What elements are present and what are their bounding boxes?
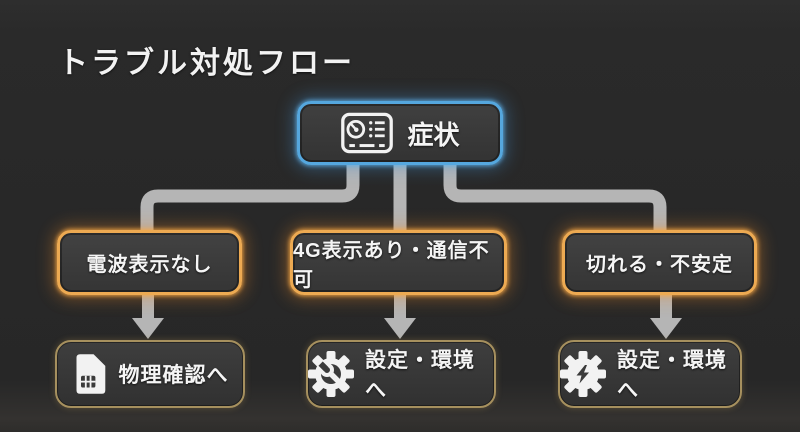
connector-right (443, 158, 667, 236)
action-label: 物理確認へ (118, 364, 229, 387)
condition-node-4g-no-comm: 4G表示あり・通信不可 (290, 230, 507, 295)
action-node-physical-check: 物理確認へ (55, 340, 245, 408)
connector-left (140, 158, 360, 236)
action-label: 設定・環境へ (365, 349, 475, 402)
condition-node-unstable: 切れる・不安定 (562, 230, 757, 295)
action-node-settings-env-1: 設定・環境へ (306, 340, 496, 408)
sim-card-icon (72, 351, 108, 397)
gear-wrench-icon (308, 351, 354, 397)
arrow-head-1 (132, 318, 164, 339)
arrow-head-3 (650, 318, 682, 339)
condition-label: 切れる・不安定 (586, 254, 733, 276)
action-label: 設定・環境へ (617, 349, 727, 402)
action-node-settings-env-2: 設定・環境へ (558, 340, 742, 408)
gear-lightning-icon (560, 351, 606, 397)
root-node-label: 症状 (407, 119, 460, 150)
network-device-gauge-icon (340, 111, 394, 155)
condition-label: 電波表示なし (86, 254, 213, 276)
condition-label: 4G表示あり・通信不可 (293, 239, 490, 291)
page-title: トラブル対処フロー (58, 47, 355, 80)
arrow-head-2 (384, 318, 416, 339)
condition-node-no-signal: 電波表示なし (57, 230, 242, 295)
root-node-symptom: 症状 (297, 101, 503, 165)
